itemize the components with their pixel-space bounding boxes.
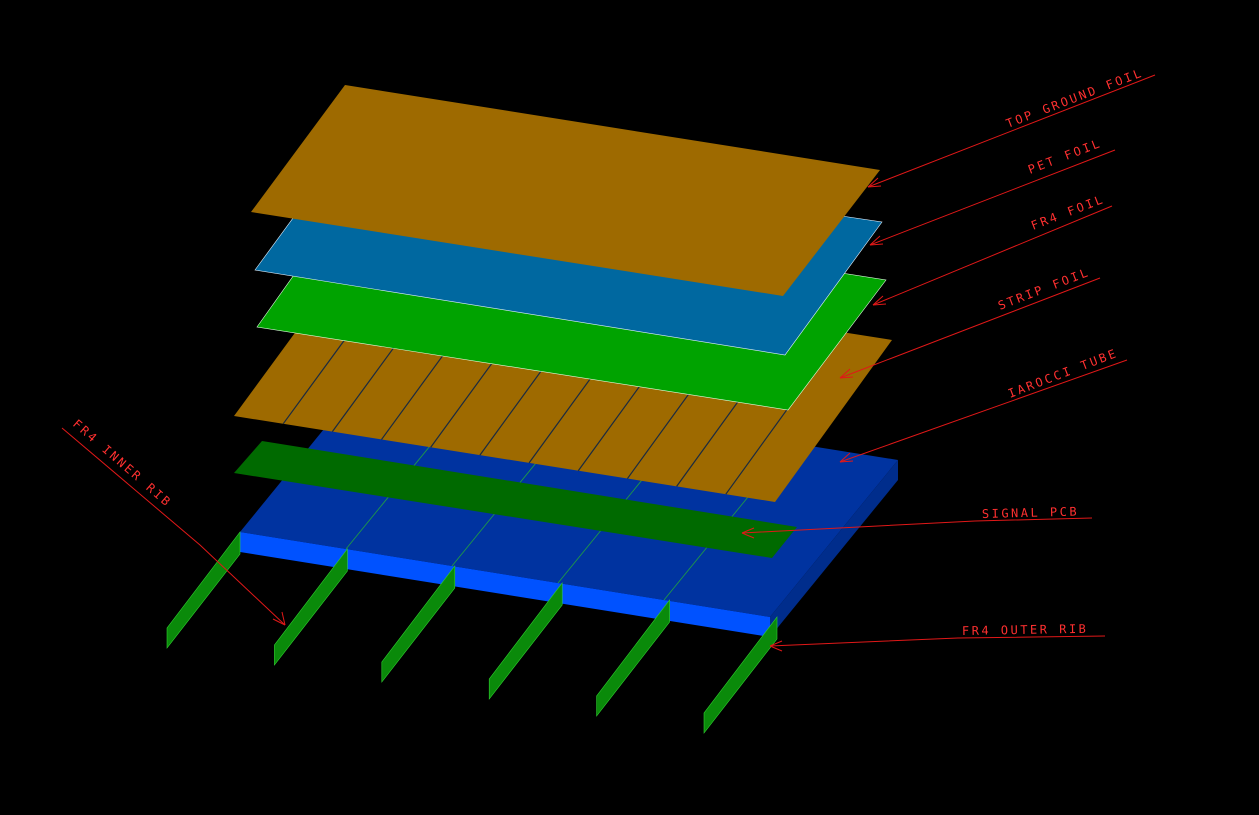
arrow-icon (741, 527, 755, 539)
fr4-rib (381, 565, 456, 683)
fr4-rib (166, 531, 241, 649)
signal-pcb (234, 441, 797, 558)
arrow-icon (839, 368, 854, 379)
top-ground-foil (251, 85, 880, 296)
tube-front-face (240, 532, 770, 637)
arrow-icon (867, 177, 882, 188)
leader-fr4-outer-rib (769, 635, 1106, 647)
leader-lines (61, 74, 1156, 652)
label-pet-foil: PET FOIL (1026, 136, 1104, 177)
leader-fr4-foil (872, 205, 1113, 306)
label-fr4-inner-rib: FR4 INNER RIB (70, 417, 175, 511)
arrow-icon (769, 640, 783, 652)
leader-pet-foil (869, 149, 1116, 246)
label-signal-pcb: SIGNAL PCB (982, 504, 1080, 521)
fr4-rib (596, 599, 670, 717)
leader-iarocci-tube (839, 359, 1128, 463)
label-fr4-foil: FR4 FOIL (1029, 192, 1107, 233)
fr4-rib (488, 582, 563, 700)
arrow-icon (872, 295, 887, 306)
label-top-ground-foil: TOP GROUND FOIL (1004, 65, 1145, 130)
tube-side-face (770, 460, 898, 637)
label-iarocci-tube: IAROCCI TUBE (1006, 346, 1120, 401)
leader-top-ground-foil (867, 74, 1156, 188)
leader-signal-pcb (741, 517, 1093, 534)
arrow-icon (272, 611, 286, 626)
leader-strip-foil (839, 277, 1101, 379)
arrow-icon (869, 235, 884, 246)
fr4-rib (274, 548, 348, 666)
fr4-ribs-front (166, 531, 778, 734)
fr4-rib (703, 616, 778, 734)
arrow-icon (839, 452, 854, 463)
label-fr4-outer-rib: FR4 OUTER RIB (962, 622, 1089, 638)
leader-fr4-inner-rib (61, 427, 286, 626)
label-strip-foil: STRIP FOIL (996, 265, 1092, 313)
